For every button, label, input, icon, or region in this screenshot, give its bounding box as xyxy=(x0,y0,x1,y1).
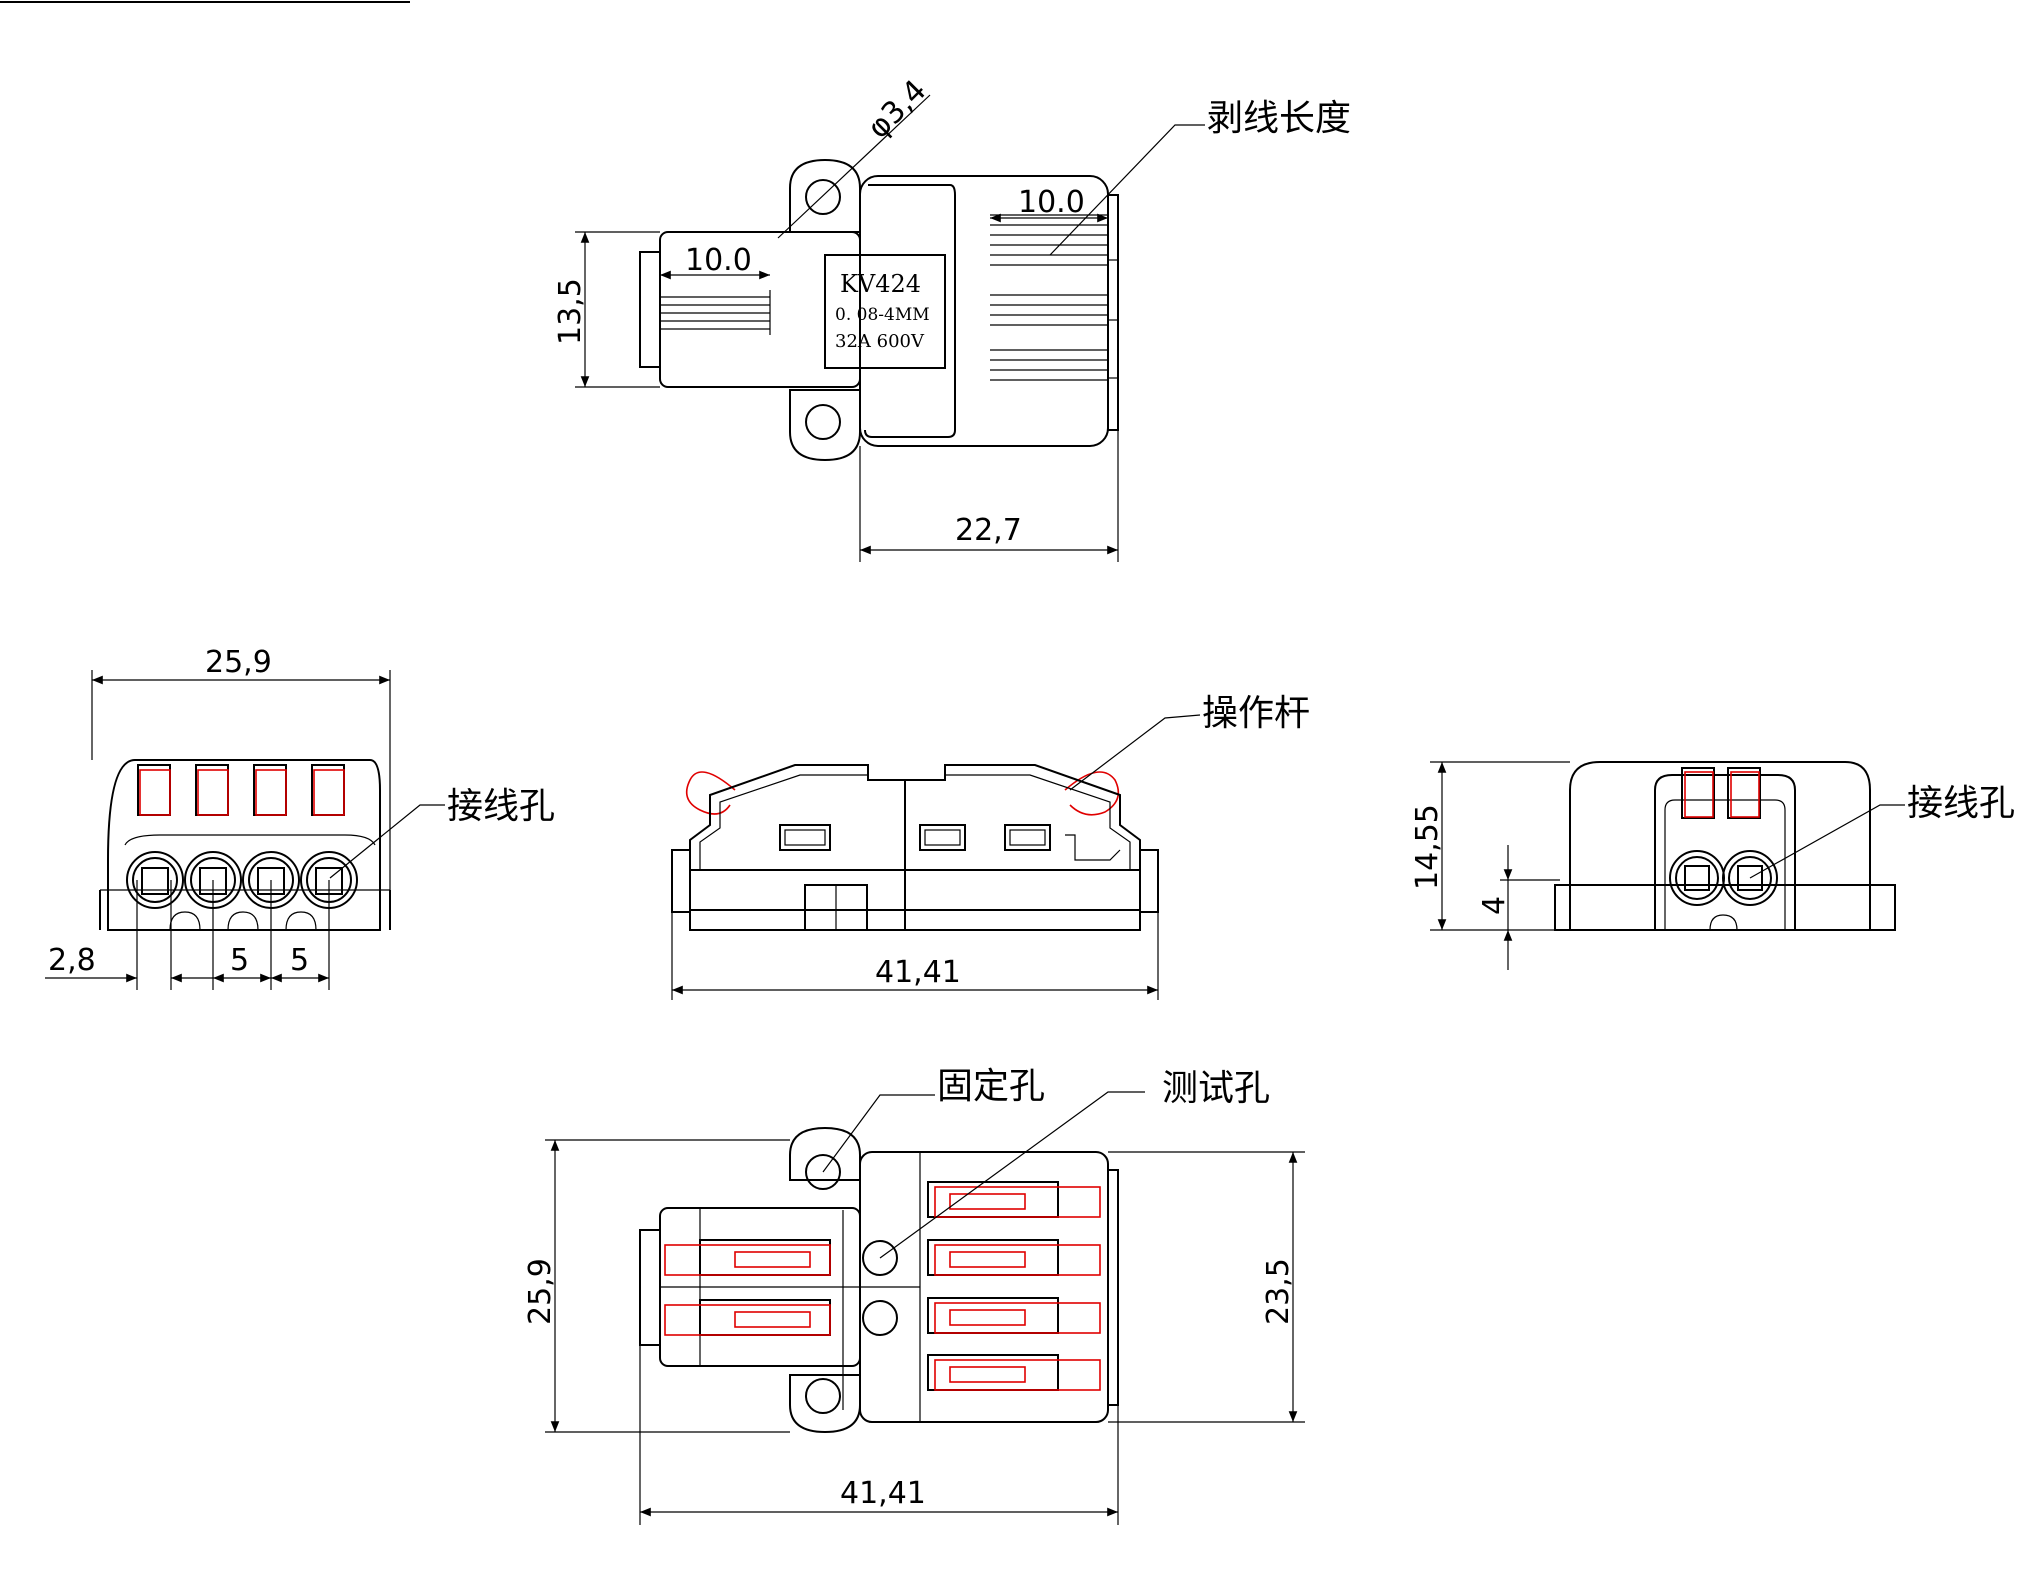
end-lever-slot xyxy=(1684,771,1714,818)
end-lever-slot xyxy=(1730,771,1760,818)
end-body xyxy=(1569,761,1871,931)
side-upper-left xyxy=(689,764,906,910)
top-height-value: 13,5 xyxy=(553,278,588,345)
bottom-lug-upper xyxy=(789,1126,861,1181)
strip-lines-right xyxy=(990,214,1118,381)
strip-length-leader xyxy=(1049,124,1205,256)
lever-left xyxy=(685,771,736,815)
lever-callout: 操作杆 xyxy=(1202,693,1310,734)
side-window-1 xyxy=(779,824,831,851)
side-length-value: 41,41 xyxy=(875,955,961,990)
end-wire-hole-leader xyxy=(1749,804,1905,879)
side-upper-right xyxy=(905,764,1141,870)
end-wire-hole xyxy=(1722,850,1778,906)
pitch-1-value: 5 xyxy=(230,943,249,978)
front-wire-holes xyxy=(126,851,358,909)
front-step xyxy=(124,834,376,846)
bottom-height-left-value: 25,9 xyxy=(523,1258,558,1325)
mount-hole-icon xyxy=(805,404,841,440)
lever-leader xyxy=(1069,714,1201,791)
strip-length-right-value: 10.0 xyxy=(1018,185,1085,220)
side-window-3 xyxy=(1004,824,1051,851)
end-wire-hole-callout: 接线孔 xyxy=(1907,783,2015,824)
front-wire-hole-leader xyxy=(329,804,445,879)
front-body xyxy=(107,759,381,931)
test-hole-icon xyxy=(862,1240,898,1276)
side-view: 操作杆 41,41 xyxy=(671,693,1310,1000)
end-wire-hole xyxy=(1669,850,1725,906)
top-lug-lower xyxy=(789,389,861,462)
strip-lines-left xyxy=(660,290,771,335)
bottom-height-right-value: 23,5 xyxy=(1261,1258,1296,1325)
diameter-value: φ3,4 xyxy=(861,73,933,145)
test-hole-icon xyxy=(862,1300,898,1336)
model-wire-range: 0. 08-4MM xyxy=(835,305,930,325)
top-body-inner xyxy=(864,184,956,438)
mount-hole-icon xyxy=(805,1378,841,1414)
strip-length-callout: 剥线长度 xyxy=(1207,98,1351,139)
mount-hole-callout: 固定孔 xyxy=(937,1066,1045,1107)
mount-hole-leader xyxy=(822,1094,935,1173)
top-entry-left xyxy=(639,251,661,368)
top-entry-right xyxy=(1107,194,1119,431)
mount-hole-icon xyxy=(805,1154,841,1190)
side-lower-body xyxy=(689,869,1141,911)
front-wire-hole-callout: 接线孔 xyxy=(447,786,555,827)
model-label-plate xyxy=(824,254,946,369)
pitch-2-value: 5 xyxy=(290,943,309,978)
bottom-slots-left xyxy=(664,1239,831,1336)
side-window-2 xyxy=(919,824,966,851)
front-view: 接线孔 25,9 2,8 5 5 xyxy=(45,645,555,990)
test-hole-callout: 测试孔 xyxy=(1162,1068,1270,1109)
end-inner-body xyxy=(1654,774,1796,930)
front-lever-slots xyxy=(137,764,345,816)
bottom-view: 固定孔 测试孔 25,9 23,5 41,41 xyxy=(523,1066,1305,1525)
top-width-value: 22,7 xyxy=(955,513,1022,548)
diameter-leader xyxy=(777,94,931,239)
end-height-value: 14,55 xyxy=(1410,804,1445,890)
test-hole-leader xyxy=(879,1091,1145,1259)
end-hole-height-value: 4 xyxy=(1477,896,1512,915)
model-rating: 32A 600V xyxy=(835,331,925,352)
mount-hole-icon xyxy=(805,179,841,215)
model-name: KV424 xyxy=(840,270,921,298)
bottom-length-value: 41,41 xyxy=(840,1476,926,1511)
top-view: KV424 0. 08-4MM 32A 600V φ3,4 10.0 10.0 … xyxy=(553,73,1351,562)
end-view: 接线孔 14,55 4 xyxy=(1410,761,2015,970)
strip-length-left-value: 10.0 xyxy=(685,243,752,278)
bottom-slots-right xyxy=(927,1181,1101,1391)
front-width-value: 25,9 xyxy=(205,645,272,680)
pitch-offset-value: 2,8 xyxy=(48,943,96,978)
bottom-lug-lower xyxy=(789,1374,861,1434)
